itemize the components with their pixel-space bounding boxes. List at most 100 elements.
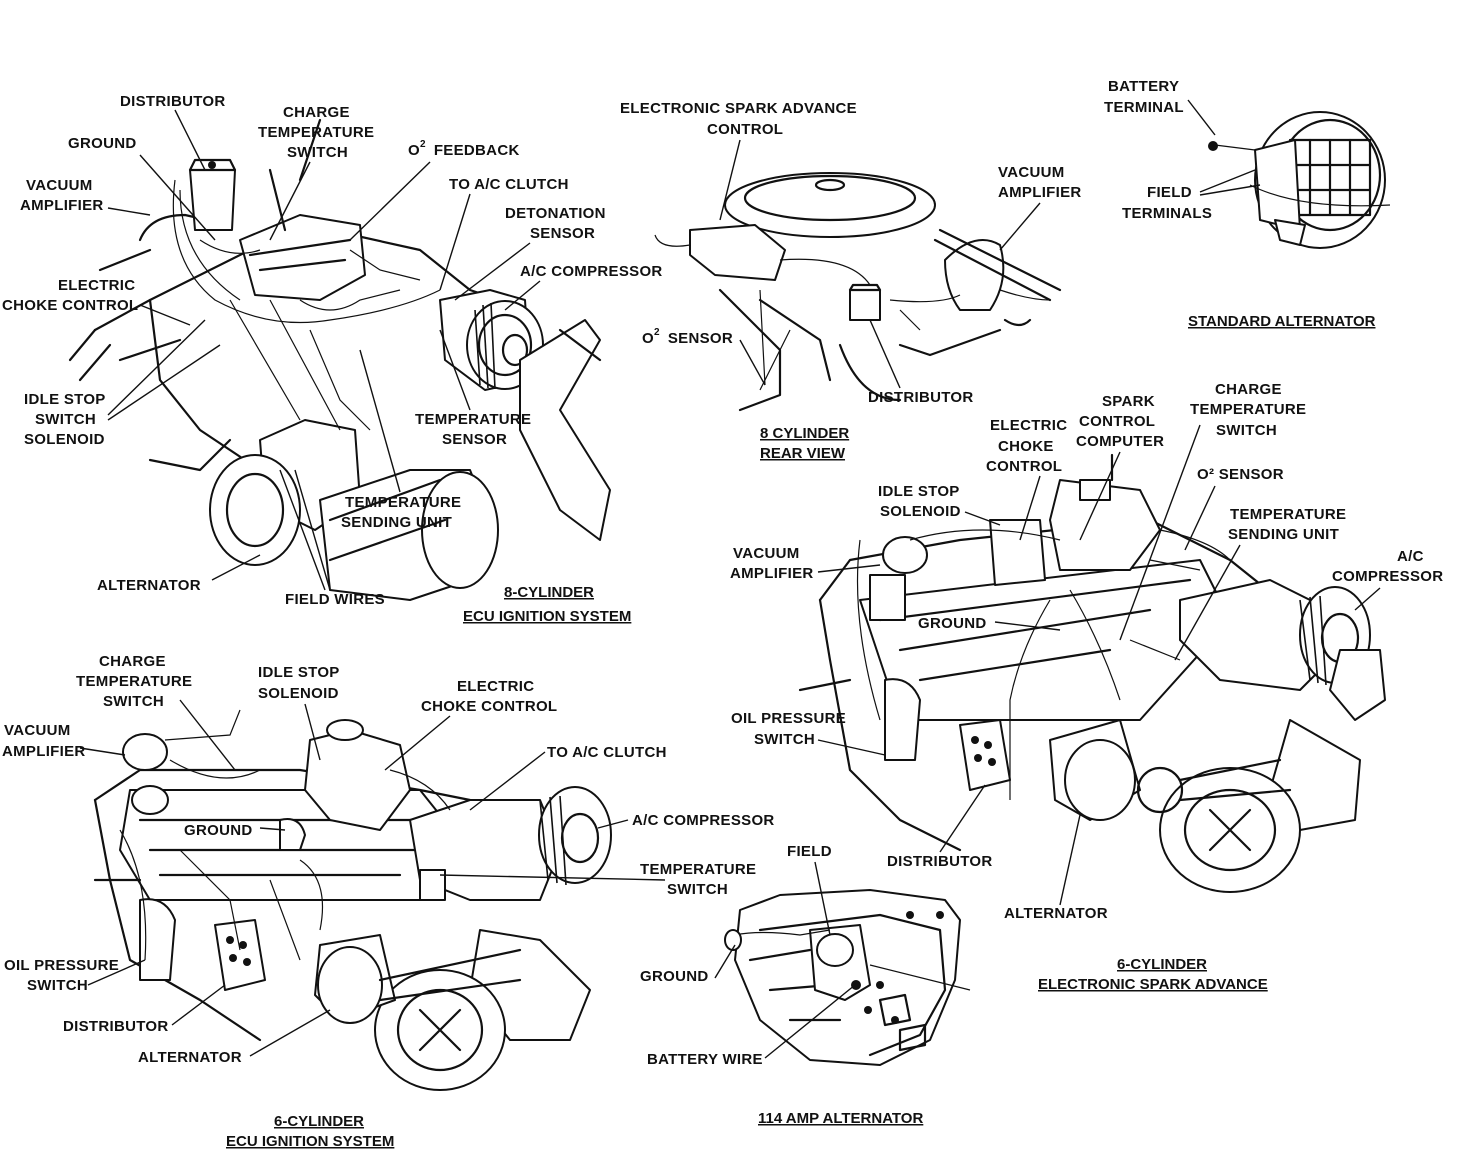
label-temp-sending-2: SENDING UNIT <box>341 514 452 531</box>
panel-6cyl-esa: SPARK CONTROL COMPUTER CHARGE TEMPERATUR… <box>730 381 1443 993</box>
label-spark-control-1: SPARK <box>1102 393 1155 410</box>
caption-6cyl-ecu-1: 6-CYLINDER <box>274 1113 364 1130</box>
label-ac-compressor-esa-1: A/C <box>1397 548 1424 565</box>
label-idle-stop-3: SOLENOID <box>24 431 105 448</box>
caption-6cyl-ecu-2: ECU IGNITION SYSTEM <box>226 1133 394 1150</box>
engine-6cyl-esa-drawing <box>798 453 1386 893</box>
label-distributor: DISTRIBUTOR <box>120 93 226 110</box>
label-ac-compressor-esa-2: COMPRESSOR <box>1332 568 1443 585</box>
panel-standard-alternator: BATTERY TERMINAL FIELD TERMINALS STANDAR… <box>1104 78 1391 330</box>
caption-8cyl-ecu-2: ECU IGNITION SYSTEM <box>463 608 631 625</box>
label-oil-pressure-esa-1: OIL PRESSURE <box>731 710 846 727</box>
label-battery-terminal-1: BATTERY <box>1108 78 1179 95</box>
standard-alternator-drawing <box>1208 111 1391 249</box>
label-alternator: ALTERNATOR <box>97 577 201 594</box>
label-vacuum-amp-ecu6-1: VACUUM <box>4 722 71 739</box>
label-charge-temp-esa-2: TEMPERATURE <box>1190 401 1306 418</box>
label-field-terminals-1: FIELD <box>1147 184 1192 201</box>
caption-114-amp-alternator: 114 AMP ALTERNATOR <box>758 1110 923 1127</box>
caption-standard-alternator: STANDARD ALTERNATOR <box>1188 313 1376 330</box>
label-distributor-esa: DISTRIBUTOR <box>887 853 993 870</box>
label-vacuum-amp-esa-2: AMPLIFIER <box>730 565 814 582</box>
engine-8cyl-ecu-drawing <box>68 118 611 601</box>
label-oil-pressure-ecu6-1: OIL PRESSURE <box>4 957 119 974</box>
label-idle-stop-ecu6-2: SOLENOID <box>258 685 339 702</box>
label-esa-control-1: ELECTRONIC SPARK ADVANCE <box>620 100 857 117</box>
label-electric-choke-esa-1: ELECTRIC <box>990 417 1067 434</box>
label-electric-choke-esa-3: CONTROL <box>986 458 1062 475</box>
label-to-ac-clutch: TO A/C CLUTCH <box>449 176 569 193</box>
label-vacuum-amp-1: VACUUM <box>26 177 93 194</box>
label-charge-temp-1: CHARGE <box>283 104 350 121</box>
caption-8cyl-rear-2: REAR VIEW <box>760 445 846 462</box>
label-temp-switch-ecu6-2: SWITCH <box>667 881 728 898</box>
label-ground: GROUND <box>68 135 136 152</box>
label-esa-control-2: CONTROL <box>707 121 783 138</box>
label-electric-choke-ecu6-1: ELECTRIC <box>457 678 534 695</box>
label-o2-sensor-esa: O² SENSOR <box>1197 466 1284 483</box>
label-temp-sending-1: TEMPERATURE <box>345 494 461 511</box>
panel-114-amp-alternator: FIELD GROUND BATTERY WIRE 114 AMP ALTERN… <box>640 843 971 1127</box>
label-charge-temp-2: TEMPERATURE <box>258 124 374 141</box>
label-idle-stop-esa-2: SOLENOID <box>880 503 961 520</box>
label-electric-choke-2: CHOKE CONTROL <box>2 297 138 314</box>
label-ground-114: GROUND <box>640 968 708 985</box>
caption-6cyl-esa-1: 6-CYLINDER <box>1117 956 1207 973</box>
label-idle-stop-esa-1: IDLE STOP <box>878 483 960 500</box>
label-field-wires: FIELD WIRES <box>285 591 385 608</box>
label-ac-compressor-ecu6: A/C COMPRESSOR <box>632 812 775 829</box>
engine-8cyl-rear-drawing <box>654 172 1062 412</box>
caption-8cyl-ecu-1: 8-CYLINDER <box>504 584 594 601</box>
panel-8cyl-ecu-ignition: DISTRIBUTOR GROUND CHARGE TEMPERATURE SW… <box>2 93 663 625</box>
caption-6cyl-esa-2: ELECTRONIC SPARK ADVANCE <box>1038 976 1268 993</box>
label-charge-temp-esa-3: SWITCH <box>1216 422 1277 439</box>
label-field: FIELD <box>787 843 832 860</box>
label-oil-pressure-esa-2: SWITCH <box>754 731 815 748</box>
panel-8cyl-rear-view: ELECTRONIC SPARK ADVANCE CONTROL VACUUM … <box>620 100 1082 462</box>
label-ground-esa: GROUND <box>918 615 986 632</box>
label-idle-stop-2: SWITCH <box>35 411 96 428</box>
label-alternator-esa: ALTERNATOR <box>1004 905 1108 922</box>
label-charge-temp-ecu6-2: TEMPERATURE <box>76 673 192 690</box>
label-vacuum-amp-2: AMPLIFIER <box>20 197 104 214</box>
label-spark-control-3: COMPUTER <box>1076 433 1164 450</box>
label-charge-temp-ecu6-3: SWITCH <box>103 693 164 710</box>
caption-8cyl-rear-1: 8 CYLINDER <box>760 425 849 442</box>
label-ground-ecu6: GROUND <box>184 822 252 839</box>
label-to-ac-clutch-ecu6: TO A/C CLUTCH <box>547 744 667 761</box>
label-distributor-rear: DISTRIBUTOR <box>868 389 974 406</box>
label-electric-choke-ecu6-2: CHOKE CONTROL <box>421 698 557 715</box>
label-charge-temp-ecu6-1: CHARGE <box>99 653 166 670</box>
label-spark-control-2: CONTROL <box>1079 413 1155 430</box>
panel-6cyl-ecu-ignition: CHARGE TEMPERATURE SWITCH IDLE STOP SOLE… <box>2 653 775 1150</box>
label-alternator-ecu6: ALTERNATOR <box>138 1049 242 1066</box>
label-vacuum-amp-ecu6-2: AMPLIFIER <box>2 743 86 760</box>
label-battery-wire: BATTERY WIRE <box>647 1051 763 1068</box>
label-oil-pressure-ecu6-2: SWITCH <box>27 977 88 994</box>
alternator-114-drawing <box>724 889 971 1066</box>
label-electric-choke-1: ELECTRIC <box>58 277 135 294</box>
label-vacuum-amp-rear-2: AMPLIFIER <box>998 184 1082 201</box>
engine-6cyl-ecu-drawing <box>93 709 612 1091</box>
label-vacuum-amp-rear-1: VACUUM <box>998 164 1065 181</box>
label-distributor-ecu6: DISTRIBUTOR <box>63 1018 169 1035</box>
label-vacuum-amp-esa-1: VACUUM <box>733 545 800 562</box>
label-temp-sensor-1: TEMPERATURE <box>415 411 531 428</box>
label-temp-sensor-2: SENSOR <box>442 431 507 448</box>
label-detonation-2: SENSOR <box>530 225 595 242</box>
label-temp-sending-esa-2: SENDING UNIT <box>1228 526 1339 543</box>
label-field-terminals-2: TERMINALS <box>1122 205 1212 222</box>
label-detonation-1: DETONATION <box>505 205 606 222</box>
label-idle-stop-ecu6-1: IDLE STOP <box>258 664 340 681</box>
label-battery-terminal-2: TERMINAL <box>1104 99 1184 116</box>
label-charge-temp-3: SWITCH <box>287 144 348 161</box>
label-electric-choke-esa-2: CHOKE <box>998 438 1054 455</box>
label-idle-stop-1: IDLE STOP <box>24 391 106 408</box>
label-temp-switch-ecu6-1: TEMPERATURE <box>640 861 756 878</box>
label-temp-sending-esa-1: TEMPERATURE <box>1230 506 1346 523</box>
label-charge-temp-esa-1: CHARGE <box>1215 381 1282 398</box>
label-ac-compressor: A/C COMPRESSOR <box>520 263 663 280</box>
